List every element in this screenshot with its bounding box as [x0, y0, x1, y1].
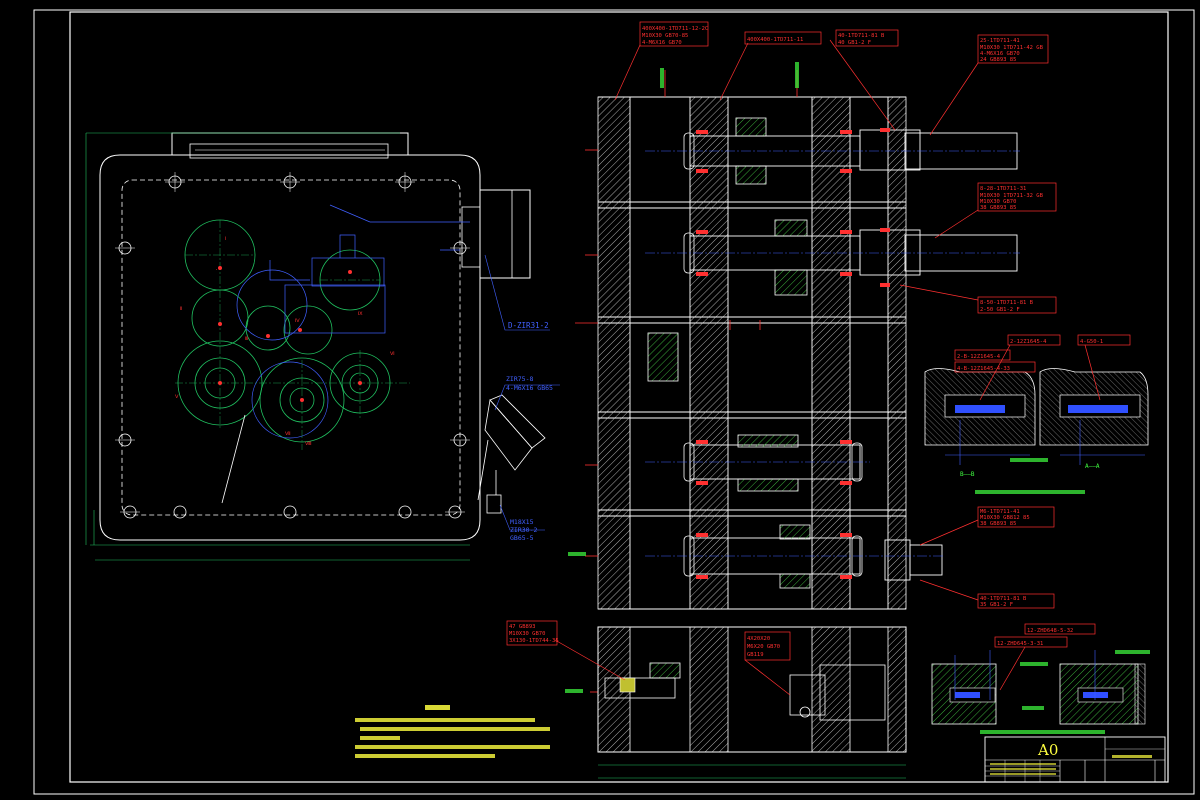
section-label-bb: B——B: [960, 471, 975, 478]
callout-left-main: D-ZIR31-2: [508, 321, 549, 330]
title-block: [984, 736, 1166, 783]
green-annotation-marks: [565, 62, 1150, 734]
callout-right-2c: M10X30 GB70: [980, 199, 1016, 205]
callout-bottom-1c: 3X130-1TD744-35: [509, 638, 559, 644]
sheet-border-outer: [33, 9, 1195, 795]
detail-label-5a: 12-ZHD648-5-32: [1027, 628, 1073, 634]
callout-right-1c: 4-M6X16 GB70: [980, 51, 1020, 57]
sheet-size-label: A0: [1037, 741, 1058, 759]
svg-text:Ⅷ: Ⅷ: [305, 441, 312, 447]
detail-label-4: 4-G50-1: [1080, 339, 1103, 345]
detail-sections: [924, 368, 1149, 725]
svg-text:Ⅲ: Ⅲ: [245, 336, 248, 342]
svg-text:Ⅸ: Ⅸ: [358, 311, 363, 317]
callout-right-3a: 8-50-1TD711-81 B: [980, 300, 1034, 306]
detail-label-5b: 12-ZHD645-3-31: [997, 641, 1043, 647]
svg-text:Ⅰ: Ⅰ: [225, 236, 226, 242]
callout-right-4c: 38 GB893 85: [980, 521, 1016, 527]
callout-right-5b: 35 GB1-2 F: [980, 602, 1013, 608]
callout-right-1a: 25-1TD711-41: [980, 38, 1020, 44]
callout-left-bottom-2: ZIR30-2: [510, 526, 537, 534]
svg-text:.: .: [215, 266, 218, 272]
callout-right-2d: 38 GB893 85: [980, 205, 1016, 211]
svg-text:Ⅶ: Ⅶ: [285, 431, 291, 437]
svg-text:Ⅵ: Ⅵ: [390, 351, 395, 357]
sheet-border-inner: [69, 11, 1169, 783]
svg-text:Ⅱ: Ⅱ: [180, 306, 182, 312]
callout-top-3a: 40-1TD711-81 B: [838, 33, 885, 39]
callout-top-3b: 40 GB1-2 F: [838, 40, 871, 46]
callout-top-1c: 4-M6X16 GB70: [642, 40, 682, 46]
svg-text:Ⅴ: Ⅴ: [175, 394, 179, 400]
detail-label-1: 2-12Z1645-4: [1010, 339, 1047, 345]
detail-label-3: 4-B-12Z1645-4-33: [957, 366, 1010, 372]
right-section-view: [575, 70, 1020, 779]
callout-right-5a: 40-1TD711-81 B: [980, 596, 1027, 602]
technical-notes: [355, 705, 550, 758]
detail-label-2: 2-B-12Z1645-4: [957, 354, 1001, 360]
callout-left-side-1: ZIR75-8: [506, 375, 533, 383]
callout-top-1b: M10X30 GB70-85: [642, 33, 688, 39]
callout-bottom-1b: M10X30 GB70: [509, 631, 545, 637]
callout-right-4a: M6-1TD711-41: [980, 509, 1020, 515]
callout-left-side-2: 4-M6X16 GB65: [506, 384, 553, 392]
callout-bottom-2b: M6X20 GB70: [747, 644, 780, 650]
left-plan-view: Ⅰ. Ⅱ Ⅲ Ⅳ Ⅴ Ⅵ Ⅶ Ⅷ Ⅸ: [85, 132, 560, 561]
callout-right-1d: 24 GB893 85: [980, 57, 1016, 63]
section-label-aa: A——A: [1085, 463, 1100, 470]
callout-top-2: 400X400-1TD711-11: [747, 37, 803, 43]
callout-bottom-2c: GB119: [747, 652, 764, 658]
svg-text:Ⅳ: Ⅳ: [295, 318, 300, 324]
callout-right-2a: 8-28-1TD711-31: [980, 186, 1026, 192]
callout-right-3b: 2-50 GB1-2 F: [980, 307, 1020, 313]
callout-top-1a: 400X400-1TD711-12-2C: [642, 26, 708, 32]
callout-bottom-1a: 47 GB893: [509, 624, 536, 630]
callout-left-bottom-3: GB65-5: [510, 534, 534, 542]
callout-right-2b: M10X30 1TD711-32 GB: [980, 193, 1044, 199]
callout-right-1b: M10X30 1TD711-42 GB: [980, 45, 1044, 51]
callout-right-4b: M10X30 GB812 85: [980, 515, 1030, 521]
callout-left-bottom-1: M18X15: [510, 518, 534, 526]
right-leaders: [554, 39, 979, 696]
callout-bottom-2a: 4X20X20: [747, 636, 770, 642]
